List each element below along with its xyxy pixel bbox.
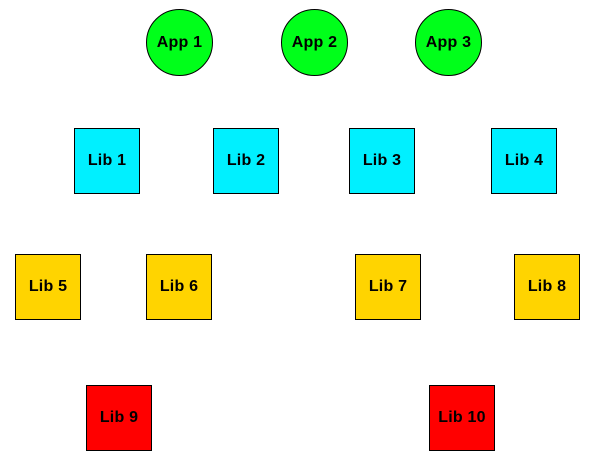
lib-9-label: Lib 9: [99, 409, 139, 426]
lib-8-node: Lib 8: [514, 254, 580, 320]
lib-4-label: Lib 4: [504, 152, 544, 169]
lib-2-label: Lib 2: [226, 152, 266, 169]
lib-3-label: Lib 3: [362, 152, 402, 169]
lib-6-label: Lib 6: [159, 278, 199, 295]
lib-3-node: Lib 3: [349, 128, 415, 194]
lib-2-node: Lib 2: [213, 128, 279, 194]
app-1-node: App 1: [146, 9, 213, 76]
app-2-label: App 2: [291, 33, 338, 51]
lib-7-node: Lib 7: [355, 254, 421, 320]
lib-1-label: Lib 1: [87, 152, 127, 169]
lib-9-node: Lib 9: [86, 385, 152, 451]
app-3-node: App 3: [415, 9, 482, 76]
app-2-node: App 2: [281, 9, 348, 76]
lib-8-label: Lib 8: [527, 278, 567, 295]
lib-1-node: Lib 1: [74, 128, 140, 194]
lib-5-label: Lib 5: [28, 278, 68, 295]
lib-6-node: Lib 6: [146, 254, 212, 320]
lib-5-node: Lib 5: [15, 254, 81, 320]
lib-7-label: Lib 7: [368, 278, 408, 295]
app-3-label: App 3: [425, 33, 472, 51]
lib-10-node: Lib 10: [429, 385, 495, 451]
lib-10-label: Lib 10: [438, 409, 486, 426]
app-1-label: App 1: [156, 33, 203, 51]
lib-4-node: Lib 4: [491, 128, 557, 194]
